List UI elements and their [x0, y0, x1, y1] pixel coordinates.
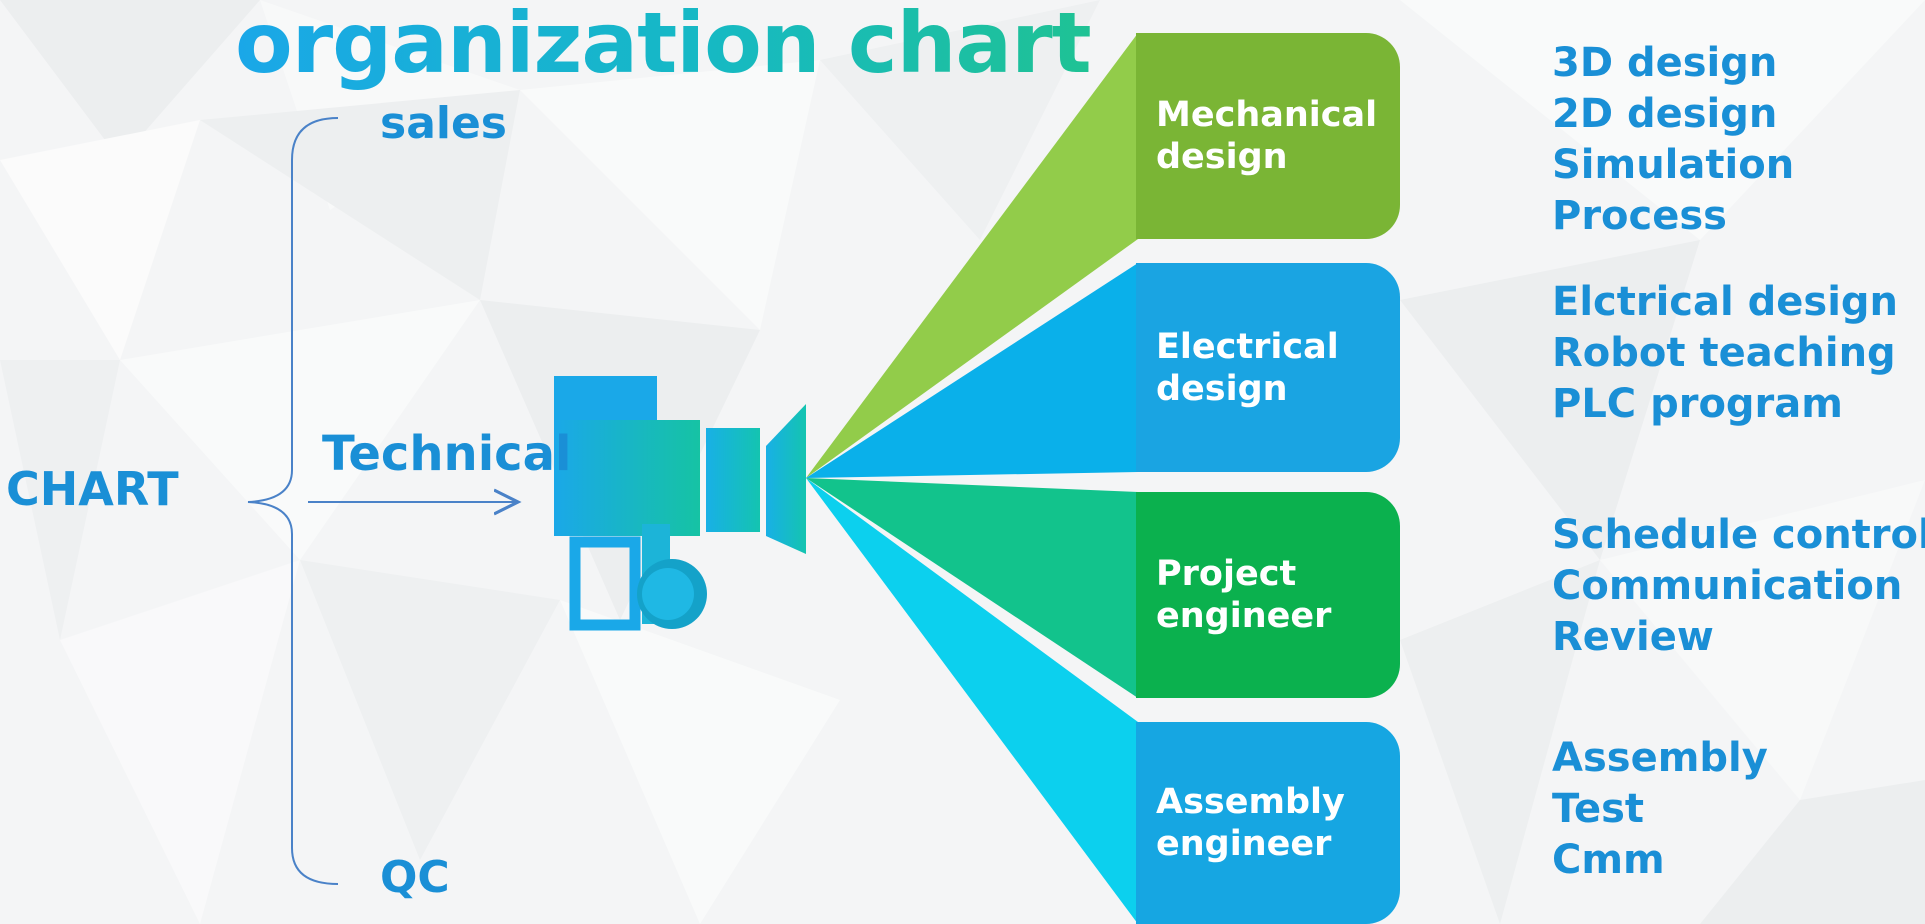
task-item: Assembly — [1552, 735, 1768, 781]
task-item: Test — [1552, 786, 1645, 832]
task-item: Cmm — [1552, 837, 1665, 883]
task-item: 2D design — [1552, 91, 1778, 137]
task-item: Schedule control — [1552, 512, 1925, 558]
task-item: Simulation — [1552, 142, 1795, 188]
department-box-electrical: Electrical design — [1136, 263, 1400, 472]
branch-label-technical: Technical — [322, 426, 572, 482]
task-list-mechanical: 3D design 2D design Simulation Process — [1552, 38, 1794, 242]
task-item: Review — [1552, 614, 1714, 660]
task-item: Communication — [1552, 563, 1903, 609]
fan-mechanical — [806, 33, 1138, 478]
department-label: Mechanical design — [1156, 95, 1378, 177]
department-box-mechanical: Mechanical design — [1136, 33, 1400, 239]
department-box-assembly: Assembly engineer — [1136, 722, 1400, 924]
task-item: Robot teaching — [1552, 330, 1896, 376]
fan-electrical — [806, 263, 1138, 478]
task-item: Elctrical design — [1552, 279, 1899, 325]
department-box-project: Project engineer — [1136, 492, 1400, 698]
root-node-label: CHART — [6, 462, 179, 516]
page-title: organization chart — [235, 0, 1092, 92]
task-item: PLC program — [1552, 381, 1843, 427]
branch-label-sales: sales — [380, 98, 507, 149]
task-item: 3D design — [1552, 40, 1778, 86]
task-list-assembly: Assembly Test Cmm — [1552, 733, 1768, 886]
department-label: Assembly engineer — [1156, 782, 1345, 864]
branch-label-qc: QC — [380, 852, 450, 903]
department-label: Electrical design — [1156, 326, 1339, 409]
task-list-electrical: Elctrical design Robot teaching PLC prog… — [1552, 277, 1898, 430]
fan-project — [806, 478, 1138, 698]
task-list-project: Schedule control Communication Review — [1552, 510, 1925, 663]
department-label: Project engineer — [1156, 554, 1332, 636]
task-item: Process — [1552, 193, 1727, 239]
fan-assembly — [806, 478, 1138, 924]
